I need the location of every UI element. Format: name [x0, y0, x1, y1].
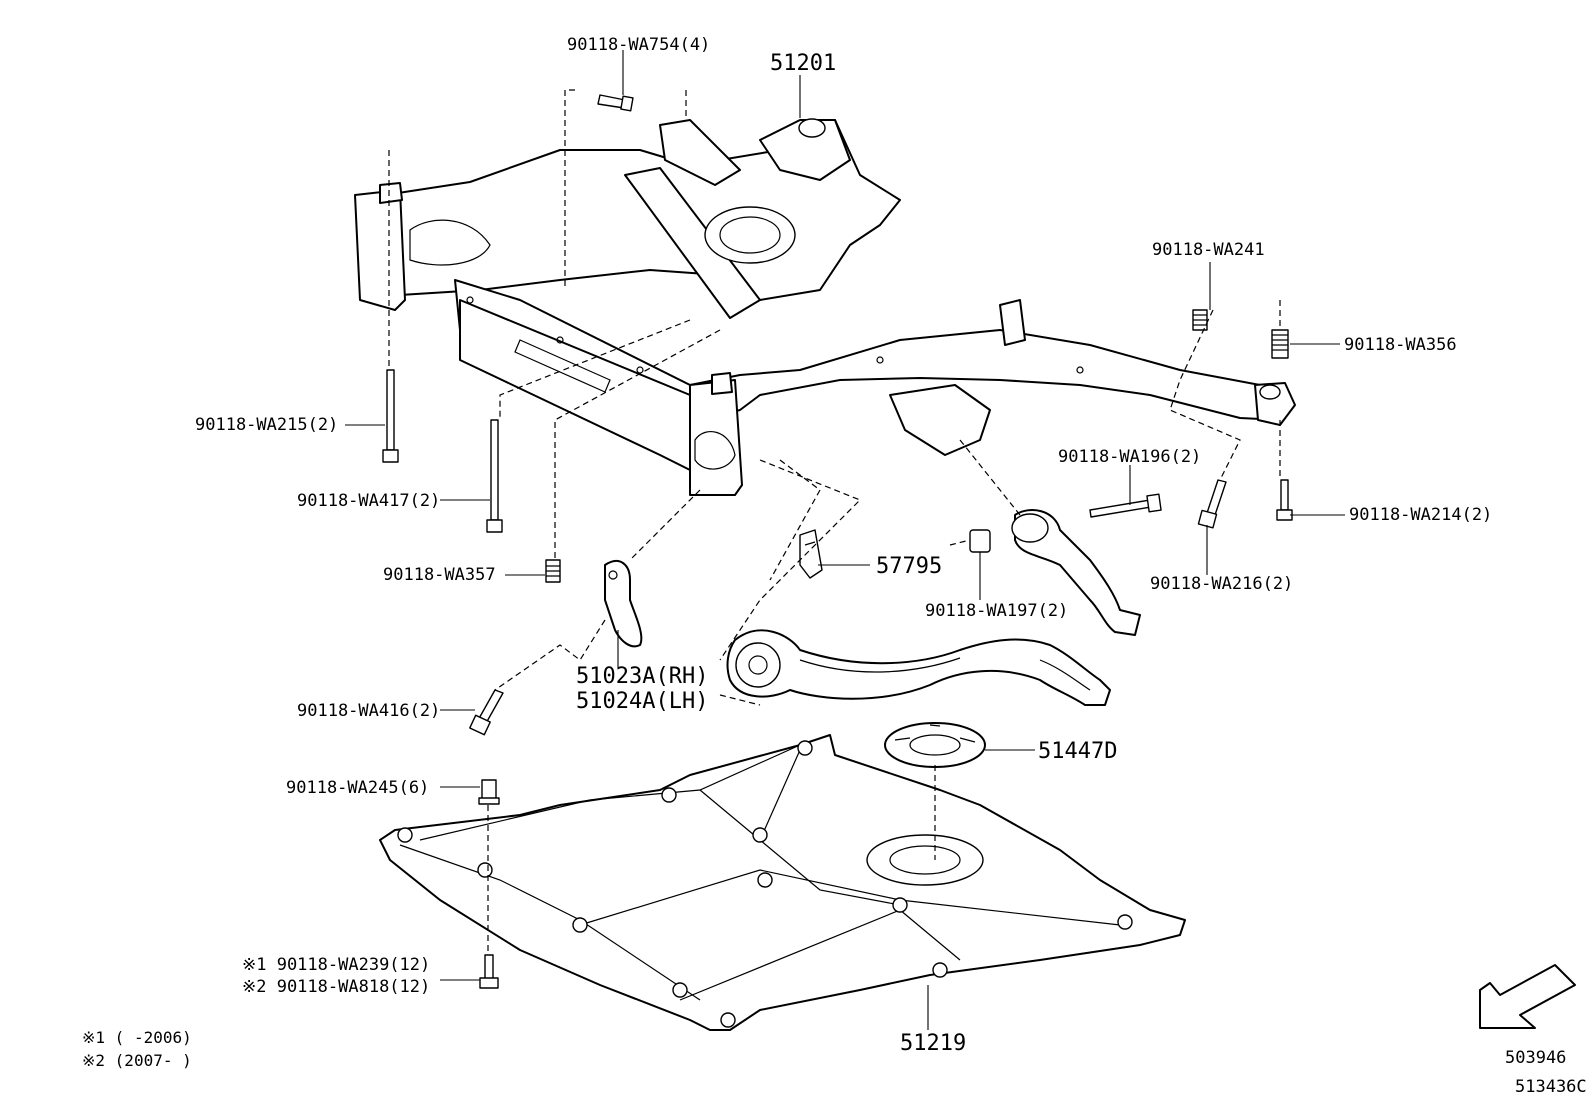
spring-seat-51447d: [884, 722, 986, 768]
control-arm-upper: [1011, 509, 1141, 636]
label-wa215: 90118-WA215(2): [195, 415, 338, 435]
bolt-wa417-icon: [486, 419, 503, 533]
nut-wa356-icon: [1271, 329, 1289, 359]
leader-lines: [345, 50, 1345, 1030]
label-wa241: 90118-WA241: [1152, 240, 1265, 260]
clip-wa245-icon: [478, 779, 500, 805]
bolt-wa416-icon: [469, 689, 504, 736]
label-51201: 51201: [770, 51, 836, 76]
label-51219: 51219: [900, 1031, 966, 1056]
nut-wa197-icon: [969, 529, 991, 553]
label-wa239: ※1 90118-WA239(12): [242, 955, 430, 975]
label-wa416: 90118-WA416(2): [297, 701, 440, 721]
nut-wa357-icon: [545, 559, 561, 583]
label-wa245: 90118-WA245(6): [286, 778, 429, 798]
code-503946: 503946: [1505, 1048, 1566, 1068]
code-513436c: 513436C: [1515, 1077, 1587, 1097]
bracket-57795: [799, 529, 823, 579]
label-51023a: 51023A(RH): [576, 664, 708, 689]
nut-wa241-icon: [1192, 309, 1208, 331]
bolt-wa216-icon: [1197, 479, 1227, 529]
bolt-wa754-icon: [597, 94, 634, 112]
note-1: ※1 ( -2006): [82, 1028, 192, 1047]
label-wa216: 90118-WA216(2): [1150, 574, 1293, 594]
label-wa357: 90118-WA357: [383, 565, 496, 585]
labels: 90118-WA754(4) 51201 90118-WA241 90118-W…: [82, 35, 1587, 1097]
label-51447d: 51447D: [1038, 739, 1117, 764]
label-wa214: 90118-WA214(2): [1349, 505, 1492, 525]
bolt-wa214-icon: [1276, 479, 1293, 521]
label-51024a: 51024A(LH): [576, 689, 708, 714]
front-direction-arrow-icon: [1479, 964, 1576, 1029]
label-wa818: ※2 90118-WA818(12): [242, 977, 430, 997]
label-wa417: 90118-WA417(2): [297, 491, 440, 511]
label-57795: 57795: [876, 554, 942, 579]
label-wa356: 90118-WA356: [1344, 335, 1457, 355]
note-2: ※2 (2007- ): [82, 1051, 192, 1070]
brace-51023a: [604, 560, 643, 648]
label-wa196: 90118-WA196(2): [1058, 447, 1201, 467]
subframe-51201: [354, 118, 1296, 496]
bolt-wa239-icon: [479, 954, 499, 989]
guide-lines: [388, 89, 1281, 955]
under-cover-51219: [379, 734, 1186, 1031]
control-arm-lower: [726, 629, 1111, 706]
label-wa197: 90118-WA197(2): [925, 601, 1068, 621]
bolt-wa215-icon: [382, 369, 399, 463]
label-wa754: 90118-WA754(4): [567, 35, 710, 55]
bolt-wa196-icon: [1089, 493, 1162, 518]
